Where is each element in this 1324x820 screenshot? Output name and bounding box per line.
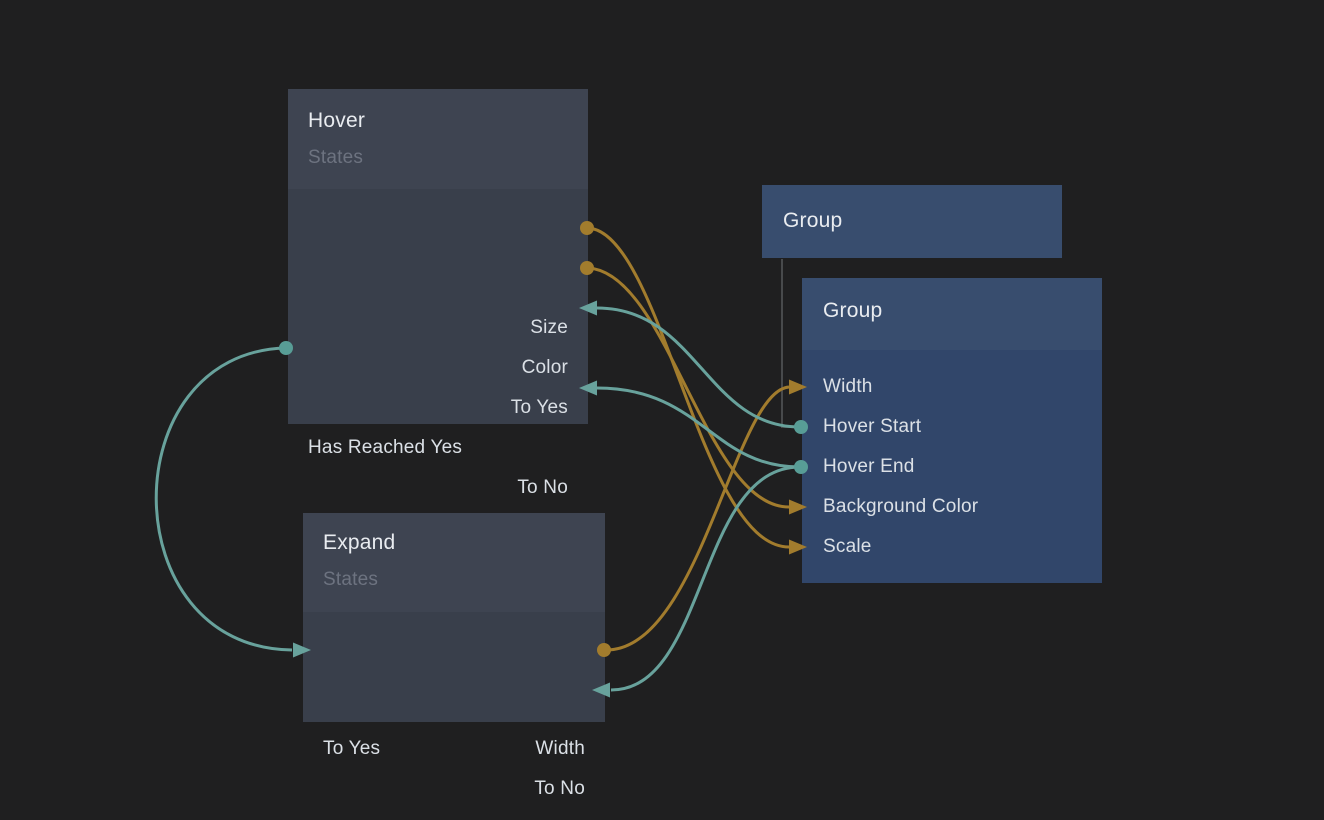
wire-hover-end-to-hover-to-no[interactable] <box>597 388 800 467</box>
node-title: Expand <box>323 531 395 555</box>
port-label-to-yes: To Yes <box>323 735 380 763</box>
port-label-width: Width <box>535 735 585 763</box>
port-label-hover-start: Hover Start <box>823 413 921 441</box>
wire-color-to-background-color[interactable] <box>588 268 789 507</box>
node-group-parent[interactable]: Group <box>762 185 1062 258</box>
node-title: Group <box>823 299 882 323</box>
port-label-color: Color <box>522 354 568 382</box>
node-group-child-body: Width Hover Start Hover End Background C… <box>802 350 1102 583</box>
node-subtitle: States <box>308 147 363 169</box>
wire-has-reached-yes-to-expand-to-yes[interactable] <box>156 348 292 650</box>
wire-hover-end-to-expand-to-no[interactable] <box>611 467 800 690</box>
wire-expand-width-to-group-width[interactable] <box>604 387 789 650</box>
port-label-width: Width <box>823 373 873 401</box>
node-group-child[interactable]: Group Width Hover Start Hover End Backgr… <box>802 278 1102 583</box>
port-label-has-reached-yes: Has Reached Yes <box>308 434 462 462</box>
node-hover-states[interactable]: Hover States Size Color To Yes Has Reach… <box>288 89 588 424</box>
node-title: Hover <box>308 109 365 133</box>
node-group-child-header[interactable]: Group <box>802 278 1102 350</box>
port-label-hover-end: Hover End <box>823 453 915 481</box>
node-title: Group <box>783 209 842 233</box>
node-expand-body: To Yes Width To No <box>303 612 605 722</box>
port-label-scale: Scale <box>823 533 872 561</box>
node-subtitle: States <box>323 569 378 591</box>
node-hover-body: Size Color To Yes Has Reached Yes To No <box>288 189 588 424</box>
port-label-size: Size <box>530 314 568 342</box>
port-label-background-color: Background Color <box>823 493 978 521</box>
wire-size-to-scale[interactable] <box>588 228 789 547</box>
port-label-to-yes: To Yes <box>511 394 568 422</box>
node-hover-header[interactable]: Hover States <box>288 89 588 189</box>
hierarchy-connector-line <box>782 259 800 427</box>
port-label-to-no: To No <box>534 775 585 803</box>
wire-hover-start-to-hover-to-yes[interactable] <box>597 308 800 427</box>
node-expand-header[interactable]: Expand States <box>303 513 605 612</box>
port-label-to-no: To No <box>517 474 568 502</box>
node-expand-states[interactable]: Expand States To Yes Width To No <box>303 513 605 722</box>
